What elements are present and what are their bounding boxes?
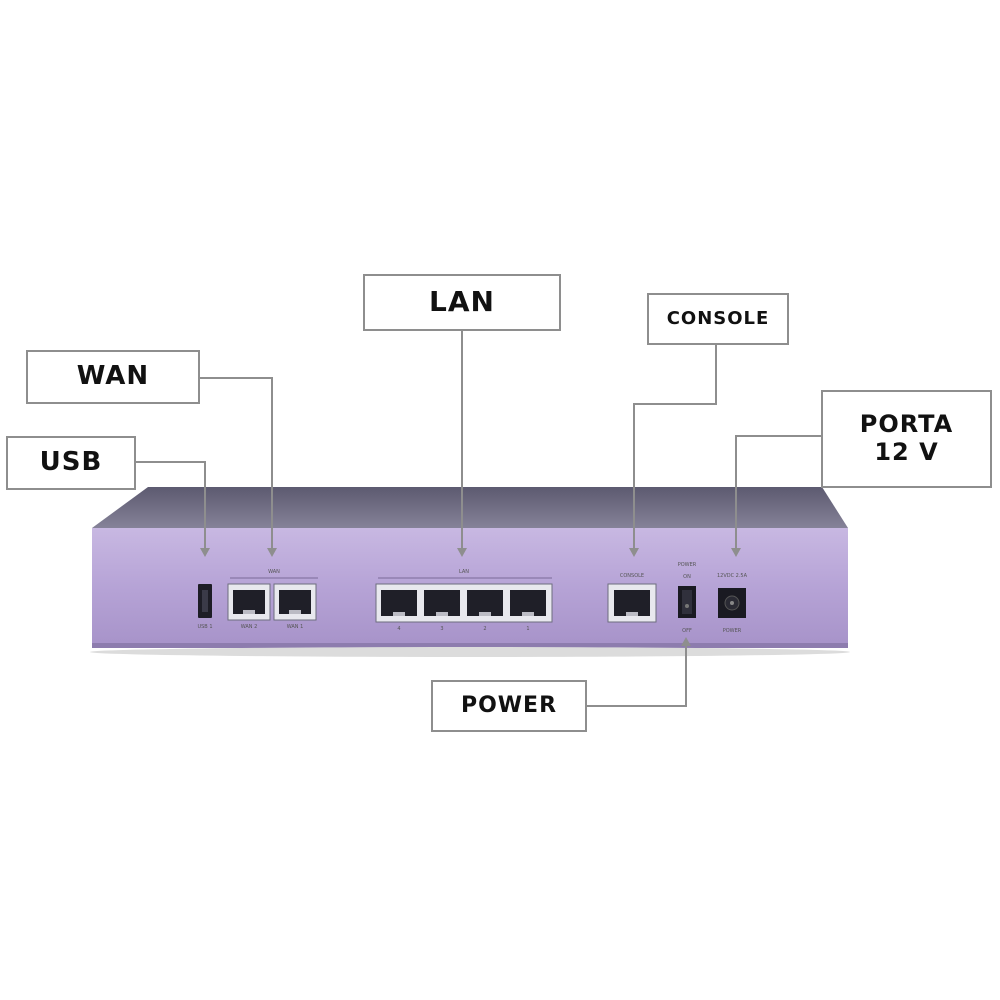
dc-power-jack — [718, 588, 746, 618]
panel-label-power-switch: POWER — [677, 562, 697, 568]
usb-port — [198, 584, 212, 618]
console-port — [607, 583, 657, 623]
panel-label-dc-power: POWER — [722, 628, 742, 634]
usb-leader-line — [136, 461, 206, 552]
panel-label-console: CONSOLE — [619, 573, 645, 579]
porta-callout-line2: 12 V — [874, 438, 939, 466]
router-top-surface — [92, 487, 848, 528]
panel-label-lan4: 4 — [397, 626, 401, 632]
console-leader-line — [633, 344, 717, 552]
panel-label-usb: USB 1 — [197, 624, 213, 630]
wan-port-group — [227, 577, 318, 621]
lan-callout-label: LAN — [429, 285, 495, 319]
power-callout: POWER — [431, 680, 587, 732]
panel-label-lan3: 3 — [440, 626, 444, 632]
porta-leader-line — [735, 435, 822, 552]
console-callout-label: CONSOLE — [666, 307, 770, 329]
power-callout-label: POWER — [460, 693, 558, 719]
porta-12v-callout: PORTA 12 V — [821, 390, 992, 488]
panel-label-lan1: 1 — [526, 626, 530, 632]
wan-leader-line — [200, 377, 273, 552]
panel-label-lan2: 2 — [483, 626, 487, 632]
panel-label-switch-off: OFF — [682, 628, 692, 634]
panel-label-dc-rating: 12VDC 2.5A — [716, 573, 748, 579]
power-switch — [678, 586, 696, 618]
console-callout: CONSOLE — [647, 293, 789, 345]
panel-label-lan-group: LAN — [458, 569, 470, 575]
panel-label-wan1: WAN 1 — [286, 624, 304, 630]
panel-label-wan2: WAN 2 — [240, 624, 258, 630]
power-leader-line — [587, 642, 687, 707]
usb-callout: USB — [6, 436, 136, 490]
panel-label-wan-group: WAN — [268, 569, 280, 575]
wan-callout: WAN — [26, 350, 200, 404]
lan-callout: LAN — [363, 274, 561, 331]
porta-callout-line1: PORTA — [859, 410, 954, 439]
wan-callout-label: WAN — [76, 361, 150, 392]
panel-label-switch-on: ON — [683, 574, 691, 580]
lan-port-group — [375, 577, 553, 623]
usb-callout-label: USB — [39, 447, 103, 478]
